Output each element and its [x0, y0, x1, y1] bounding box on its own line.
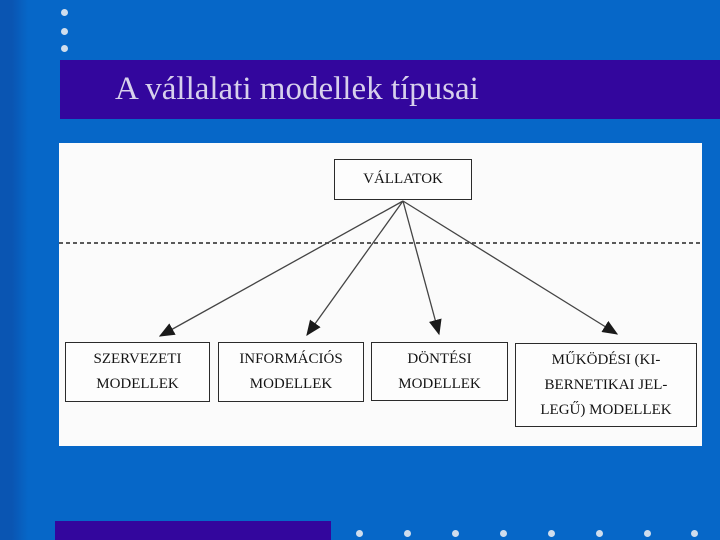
dot-icon: [644, 530, 651, 537]
title-band: A vállalati modellek típusai: [60, 60, 720, 119]
dot-icon: [691, 530, 698, 537]
dot-icon: [452, 530, 459, 537]
dot-icon: [500, 530, 507, 537]
connector-arrow: [402, 200, 442, 336]
dot-icon: [61, 28, 68, 35]
slide-title: A vállalati modellek típusai: [115, 71, 479, 107]
dot-icon: [61, 45, 68, 52]
dot-icon: [61, 9, 68, 16]
connector-arrow: [306, 200, 404, 337]
dot-icon: [356, 530, 363, 537]
dot-icon: [596, 530, 603, 537]
dot-icon: [404, 530, 411, 537]
diagram-connectors: [59, 200, 702, 337]
diagram-node-szervezeti-modellek: SZERVEZETI MODELLEK: [65, 342, 210, 402]
diagram-node-informacios-modellek: INFORMÁCIÓS MODELLEK: [218, 342, 364, 402]
diagram-canvas: VÁLLATOK SZERVEZETI MODELLEK INFORMÁCIÓS…: [59, 143, 702, 446]
connector-arrow: [402, 200, 619, 335]
dot-icon: [548, 530, 555, 537]
diagram-node-dontesi-modellek: DÖNTÉSI MODELLEK: [371, 342, 508, 401]
diagram-node-mukodesi-modellek: MŰKÖDÉSI (KI- BERNETIKAI JEL- LEGŰ) MODE…: [515, 343, 697, 427]
connector-arrow: [158, 200, 404, 337]
bottom-accent-bar: [55, 521, 331, 540]
diagram-node-vallatok: VÁLLATOK: [334, 159, 472, 200]
